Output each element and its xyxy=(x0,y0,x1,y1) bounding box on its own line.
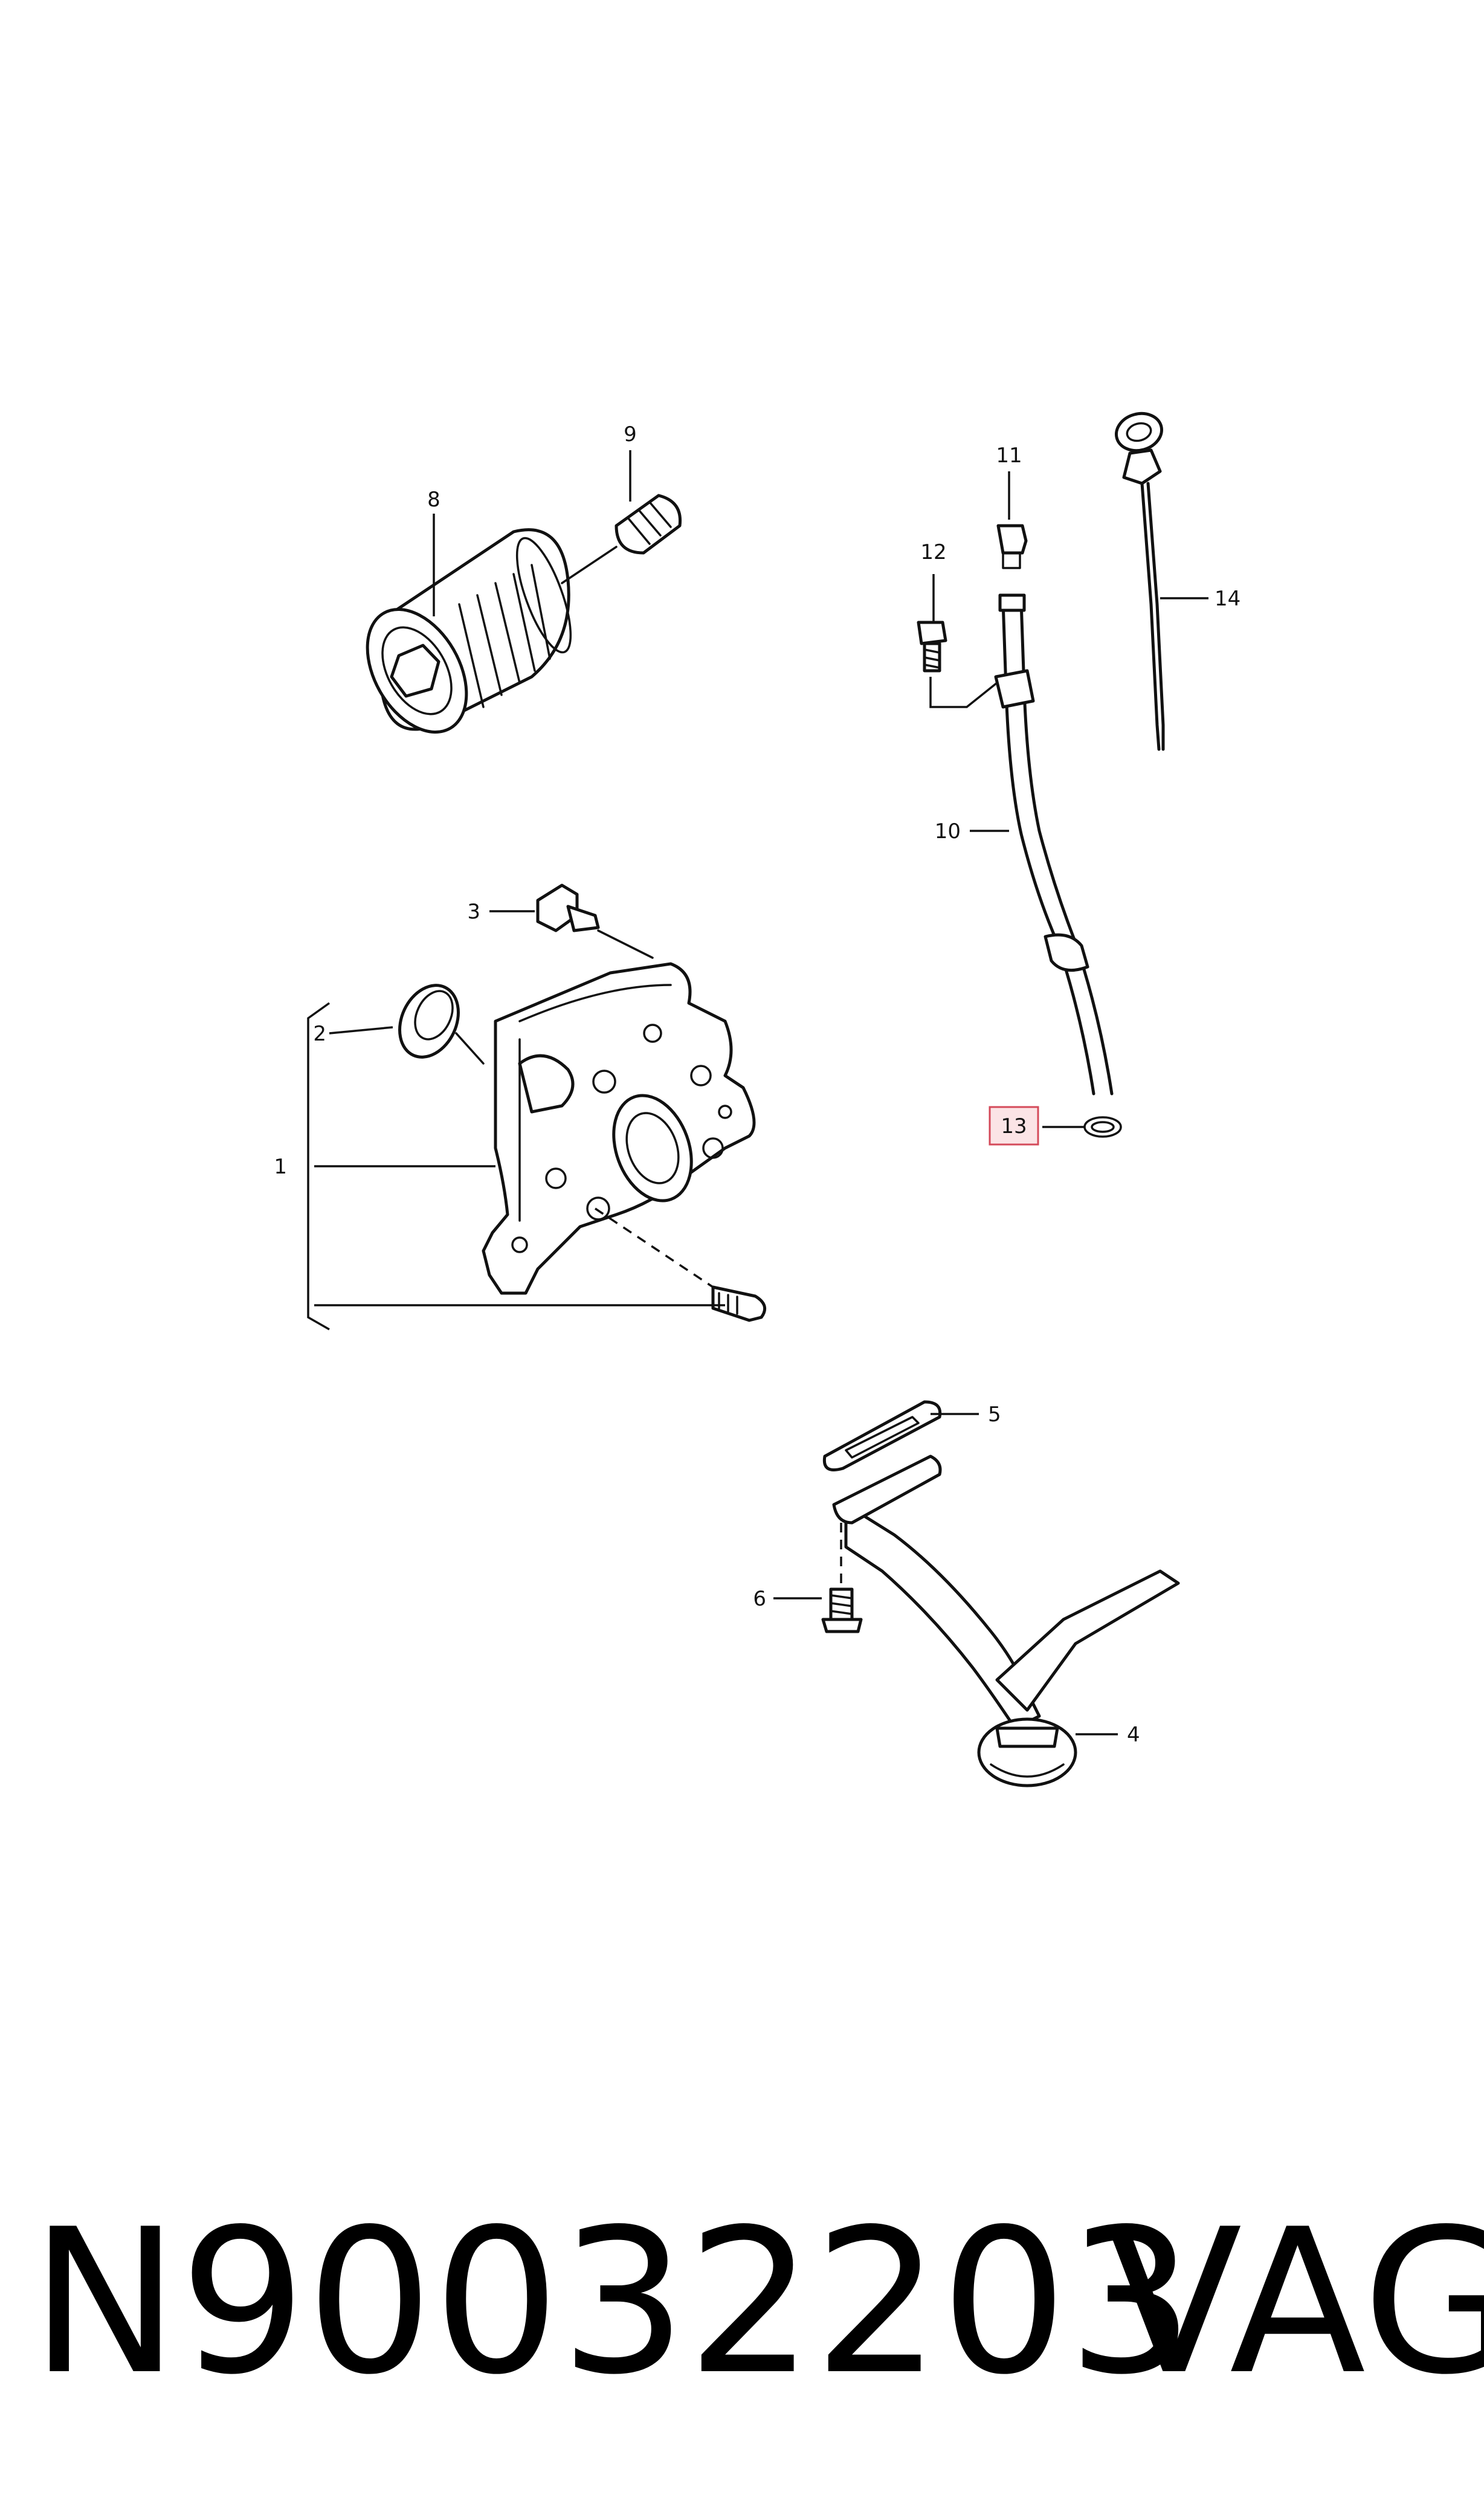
plug-part-9 xyxy=(561,494,682,584)
callout-2[interactable]: 2 xyxy=(313,1022,326,1046)
callout-4[interactable]: 4 xyxy=(1127,1723,1140,1747)
callout-14[interactable]: 14 xyxy=(1215,587,1240,611)
oil-pickup-part-4 xyxy=(832,1454,1180,1787)
gasket-part-5 xyxy=(822,1400,942,1471)
o-ring-part-13 xyxy=(1083,1116,1122,1138)
callout-10[interactable]: 10 xyxy=(935,819,961,844)
callout-9[interactable]: 9 xyxy=(624,422,637,447)
callout-12[interactable]: 12 xyxy=(920,540,946,564)
dipstick-tube-part-10 xyxy=(994,593,1114,1096)
oil-pump-part-1 xyxy=(482,962,756,1295)
pump-bolt xyxy=(595,1207,767,1322)
callout-3[interactable]: 3 xyxy=(467,900,480,924)
callout-11[interactable]: 11 xyxy=(996,444,1022,468)
callout-1[interactable]: 1 xyxy=(274,1155,287,1179)
highlight-box-13 xyxy=(989,1106,1039,1146)
bracket-part-1 xyxy=(307,1002,331,1331)
pickup-bolt-part-6 xyxy=(821,1523,863,1633)
seal-part-2 xyxy=(398,984,485,1065)
tube-bolt-part-12 xyxy=(917,621,998,708)
tube-cap-part-11 xyxy=(996,471,1028,569)
part-number: N90032203 xyxy=(30,2186,1195,2418)
brand-name: VAG xyxy=(1106,2186,1484,2418)
callout-5[interactable]: 5 xyxy=(988,1403,1001,1427)
bolt-part-3 xyxy=(536,883,654,959)
callout-13[interactable]: 13 xyxy=(1001,1114,1027,1138)
dipstick-part-14 xyxy=(1114,412,1165,751)
callout-6[interactable]: 6 xyxy=(753,1587,766,1611)
callout-8[interactable]: 8 xyxy=(427,488,440,512)
oil-filter-part-8 xyxy=(366,528,572,734)
